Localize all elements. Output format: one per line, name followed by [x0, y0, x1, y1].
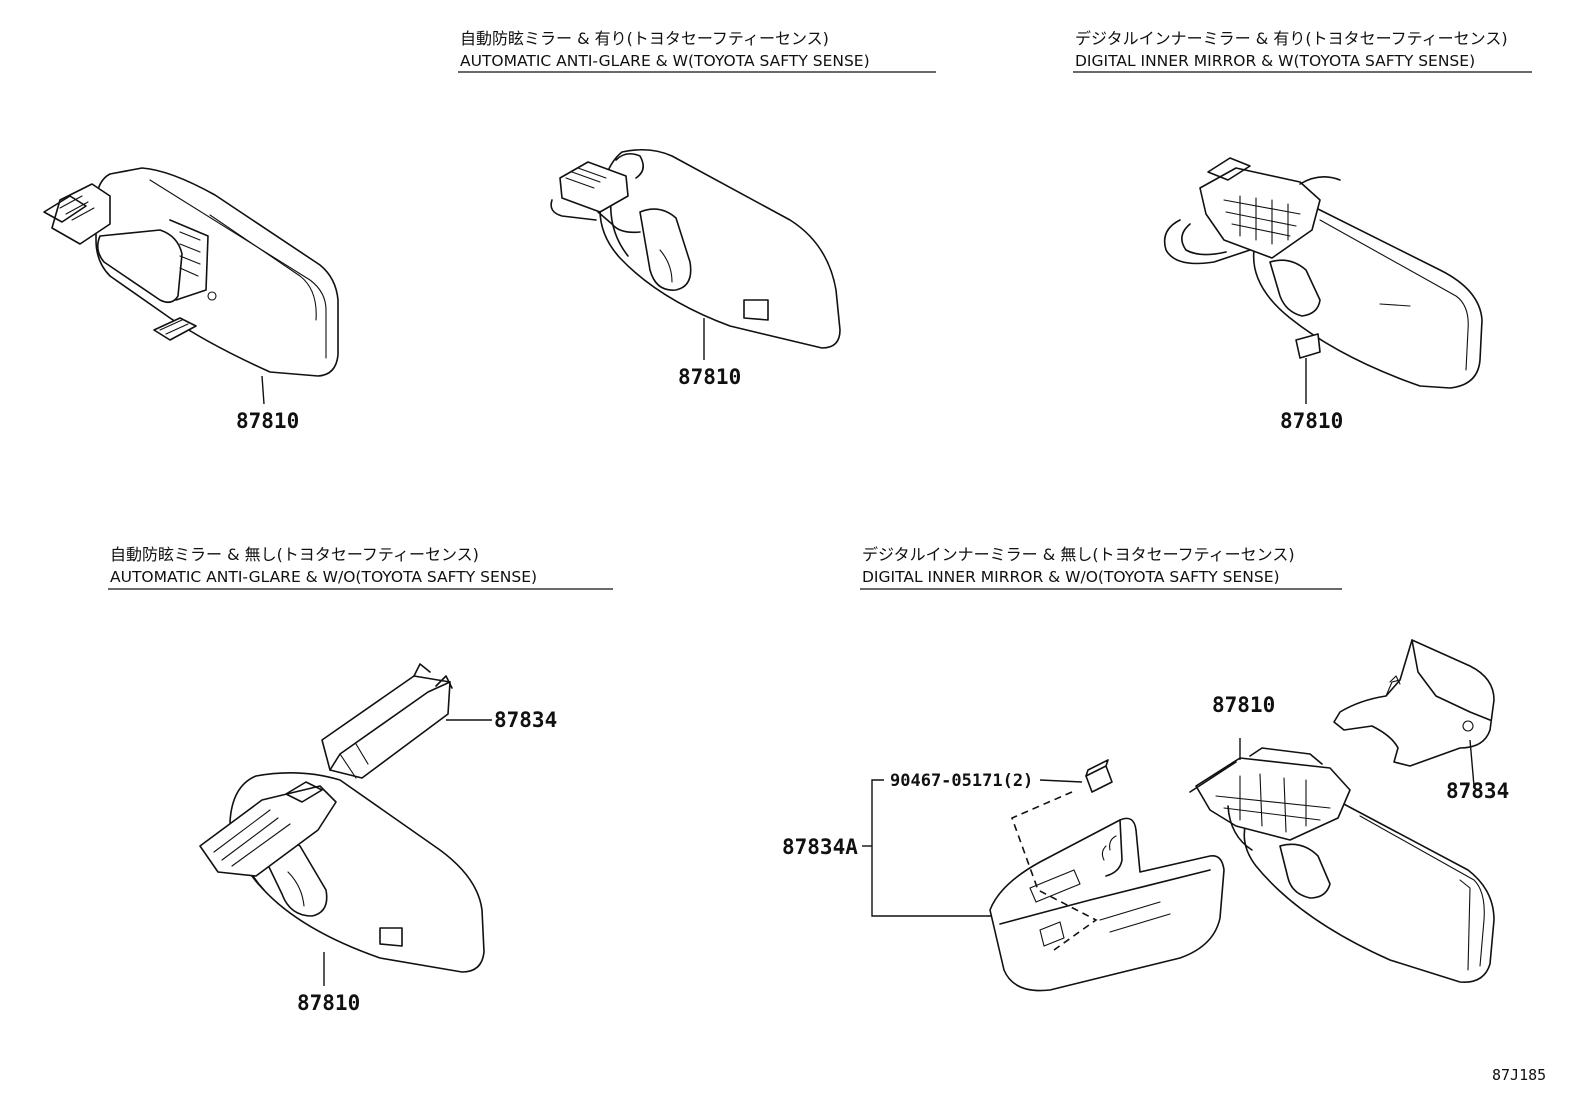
caption-dim-with: デジタルインナーミラー & 有り(トヨタセーフティーセンス) DIGITAL I…: [1073, 29, 1532, 73]
caption-dim-with-jp: デジタルインナーミラー & 有り(トヨタセーフティーセンス): [1075, 29, 1508, 48]
mirror-aag-with-illustration: [550, 148, 841, 360]
mirror-aag-without-illustration: [199, 772, 485, 986]
part-number-87810: 87810: [1212, 693, 1275, 717]
part-number-90467-05171: 90467-05171(2): [890, 771, 1033, 791]
part-number-87810: 87810: [297, 991, 360, 1015]
diagram-reference: 87J185: [1492, 1066, 1546, 1084]
leader-bracket: [871, 779, 992, 917]
caption-aag-with-en: AUTOMATIC ANTI-GLARE & W(TOYOTA SAFTY SE…: [460, 52, 870, 70]
caption-dim-with-en: DIGITAL INNER MIRROR & W(TOYOTA SAFTY SE…: [1075, 52, 1475, 70]
caption-dim-without-jp: デジタルインナーミラー & 無し(トヨタセーフティーセンス): [862, 545, 1295, 564]
caption-aag-without: 自動防眩ミラー & 無し(トヨタセーフティーセンス) AUTOMATIC ANT…: [108, 545, 613, 590]
mirror-base-illustration: [43, 167, 339, 405]
cover-87834-illustration: [321, 663, 453, 779]
mirror-dim-with-illustration: [1163, 157, 1483, 404]
caption-dim-without-en: DIGITAL INNER MIRROR & W/O(TOYOTA SAFTY …: [862, 568, 1280, 586]
part-number-87810: 87810: [1280, 409, 1343, 433]
mirror-dim-without-illustration: [1189, 738, 1495, 983]
cover-87834-right-illustration: [1333, 639, 1495, 787]
part-number-87834A: 87834A: [782, 835, 858, 859]
caption-aag-with: 自動防眩ミラー & 有り(トヨタセーフティーセンス) AUTOMATIC ANT…: [458, 29, 936, 73]
part-number-87810: 87810: [678, 365, 741, 389]
caption-aag-without-en: AUTOMATIC ANTI-GLARE & W/O(TOYOTA SAFTY …: [110, 568, 537, 586]
caption-aag-without-jp: 自動防眩ミラー & 無し(トヨタセーフティーセンス): [110, 545, 479, 564]
clip-illustration: [1085, 759, 1113, 793]
cover-assembly-illustration: [989, 791, 1225, 992]
leader-line: [1039, 779, 1083, 783]
caption-dim-without: デジタルインナーミラー & 無し(トヨタセーフティーセンス) DIGITAL I…: [860, 545, 1342, 590]
part-number-87834: 87834: [494, 708, 557, 732]
caption-aag-with-jp: 自動防眩ミラー & 有り(トヨタセーフティーセンス): [460, 29, 829, 48]
part-number-87834: 87834: [1446, 779, 1509, 803]
part-number-87810: 87810: [236, 409, 299, 433]
